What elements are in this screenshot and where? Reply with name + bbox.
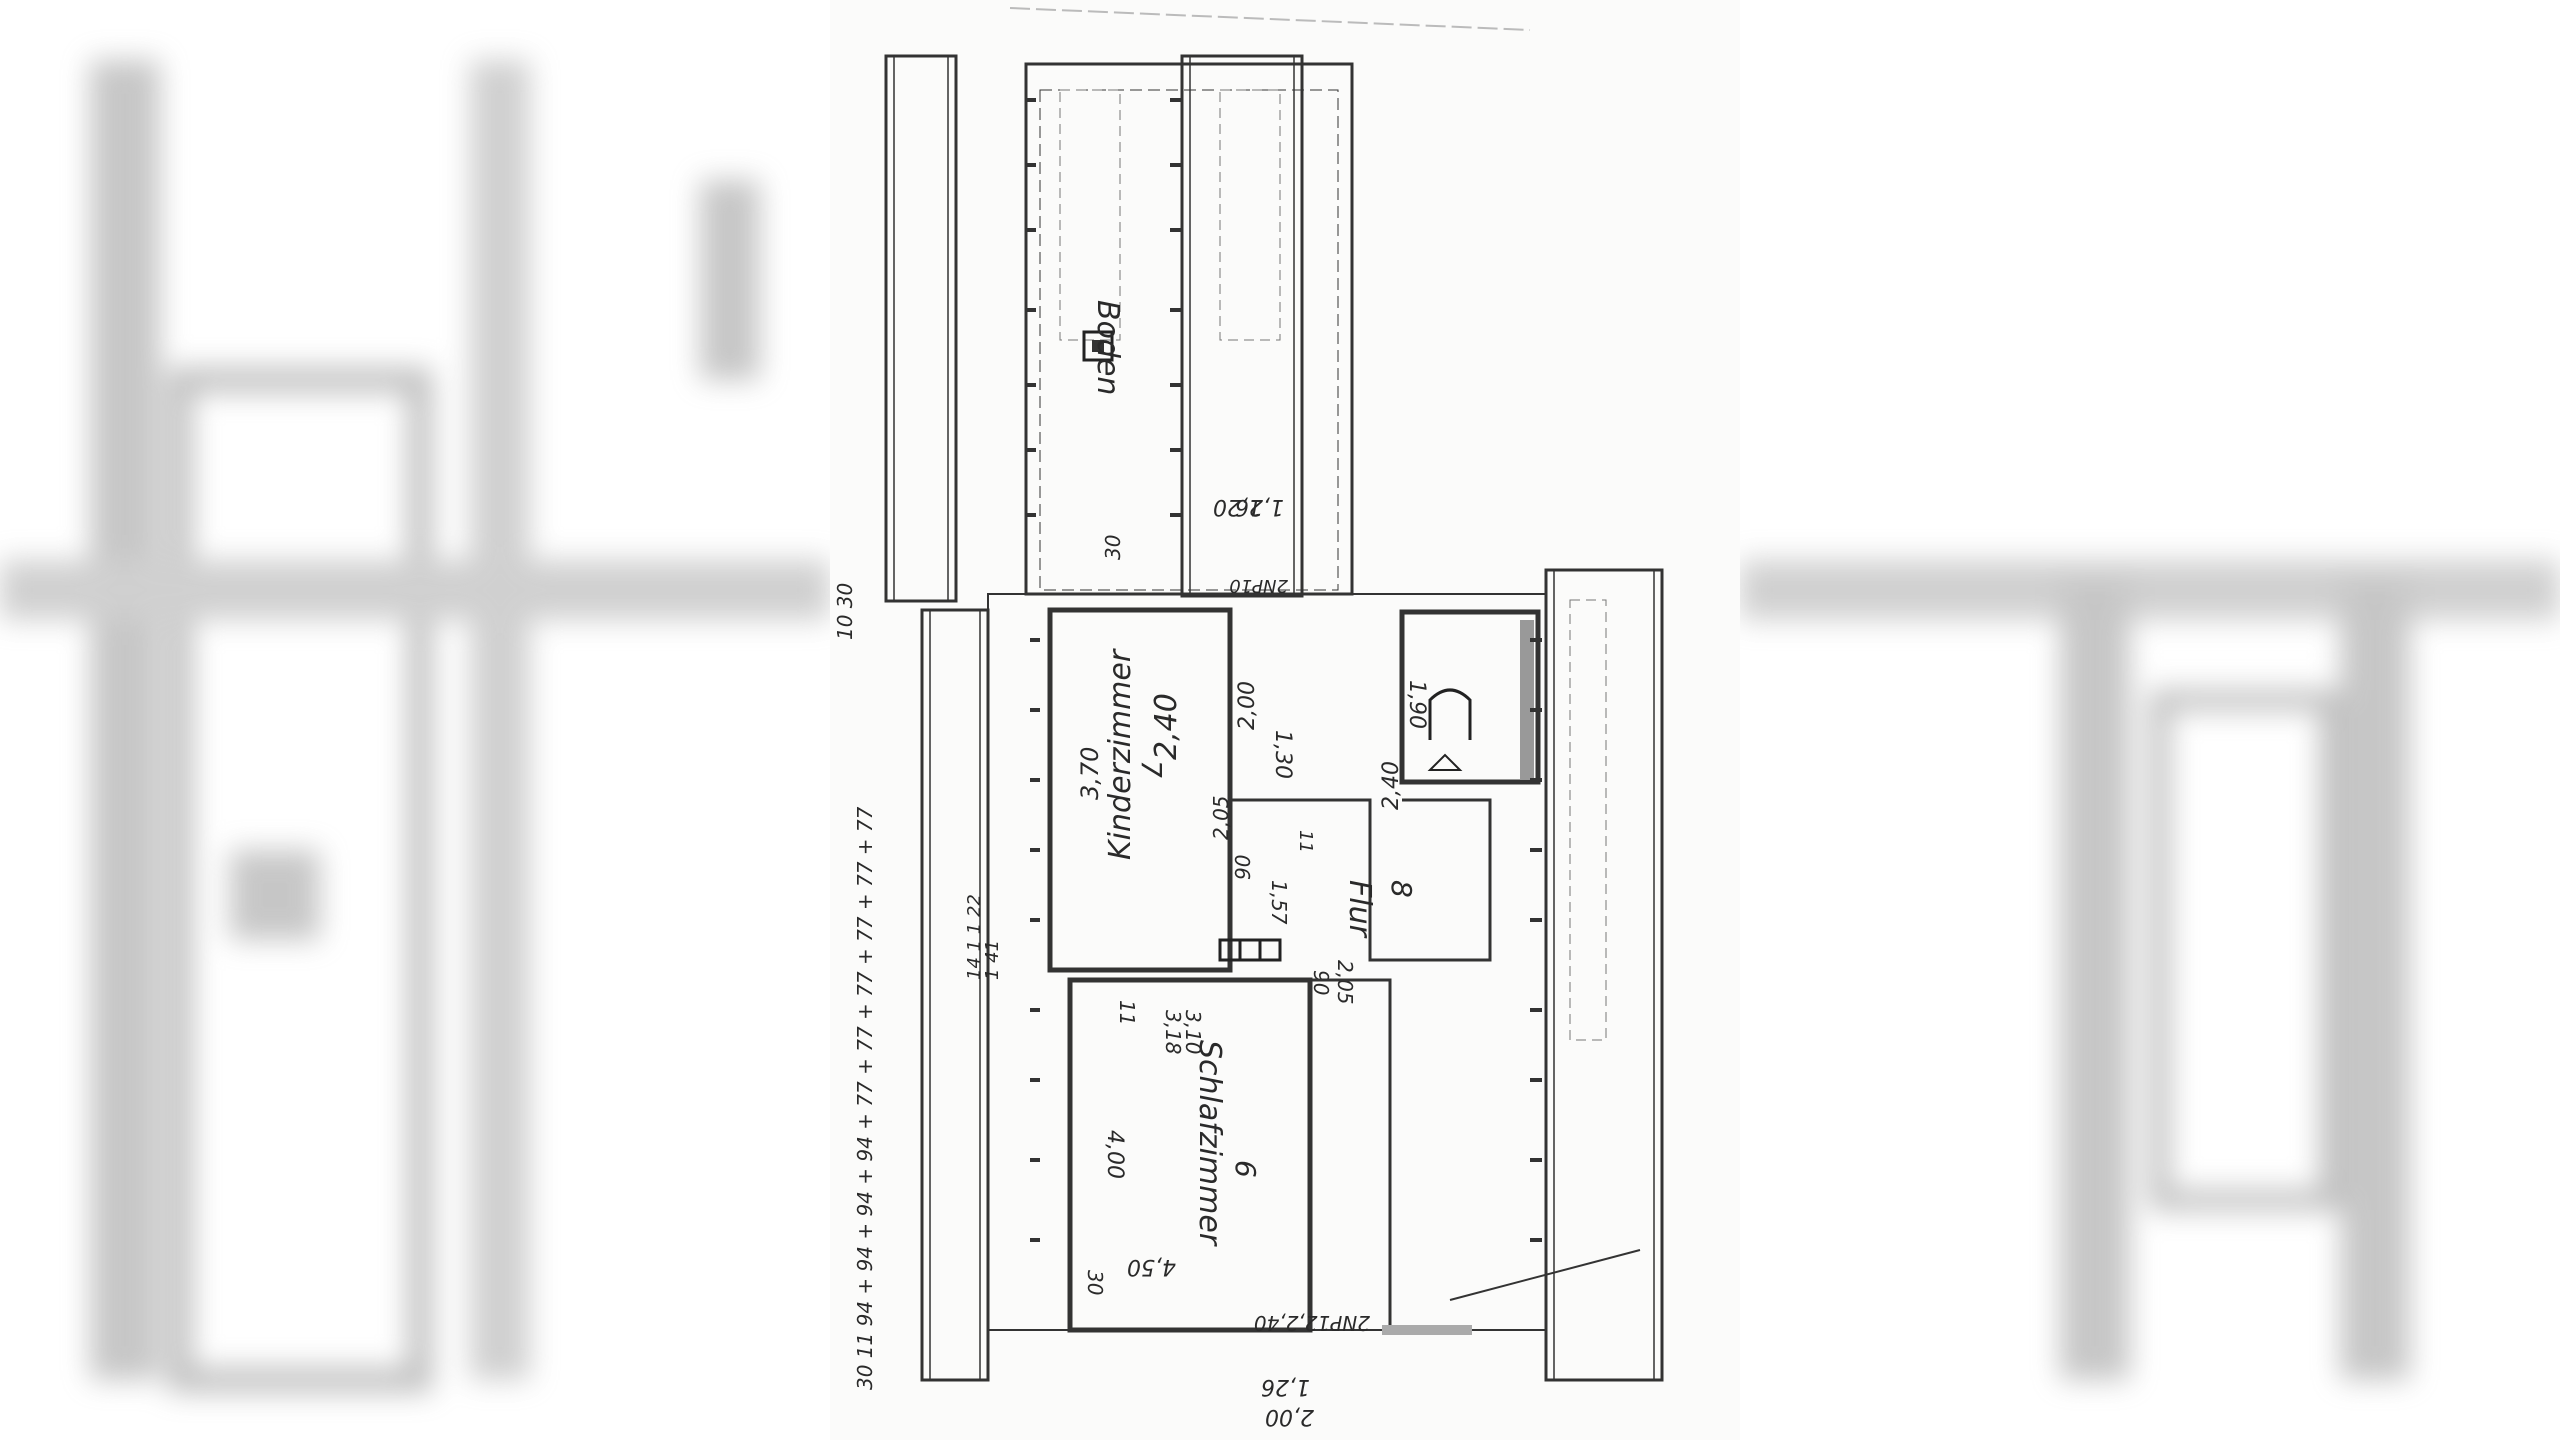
room-label-hall: Flur	[1342, 880, 1377, 939]
dim-door-200: 2,00	[1235, 681, 1260, 730]
dim-bottom-126: 1,26	[1261, 1374, 1310, 1399]
dim-top-1: 1,20	[1213, 494, 1262, 519]
upper-floor-section: Kinderzimmer 2,40 7 3,70 2,00 1,30 1,90 …	[920, 568, 1664, 1429]
room-no-bedroom: 6	[1229, 1160, 1262, 1178]
dim-bed-450: 4,50	[1127, 1254, 1176, 1279]
bathtub-icon	[1428, 688, 1472, 740]
dim-hall-240: 2,40	[1379, 761, 1404, 810]
room-bedroom	[1067, 977, 1313, 1333]
dim-bath-190: 1,90	[1404, 680, 1429, 729]
dim-door-130: 1,30	[1270, 730, 1295, 779]
floor-plan-sheet: Boden 1,20 1,26 30 2NP10 Kinderzimmer 2,…	[830, 0, 1740, 1440]
dim-door-90: 90	[1231, 855, 1255, 880]
room-label-attic: Boden	[1090, 300, 1125, 395]
dim-left-chain: 30 11 94 + 94 + 94 + 94 + 77 + 77 + 77 +…	[853, 806, 877, 1390]
dim-11: 11	[1295, 830, 1316, 853]
room-hall	[1230, 798, 1492, 962]
dim-bed-310: 3,10	[1181, 1010, 1205, 1055]
dim-left-14122: 14 1 1 22	[964, 894, 985, 980]
dim-top-30: 30	[1101, 535, 1125, 560]
dim-kid-370: 3,70	[1076, 747, 1104, 800]
left-dimension-chain: 30 11 94 + 94 + 94 + 94 + 77 + 77 + 77 +…	[833, 583, 1003, 1390]
dim-hall-door-205: 2,05	[1333, 960, 1357, 1005]
room-no-children: 2,40	[1149, 693, 1184, 760]
attic-section: Boden 1,20 1,26 30 2NP10	[884, 54, 1354, 603]
dim-left-1030: 10 30	[833, 583, 857, 640]
dim-bed-318: 3,18	[1161, 1010, 1185, 1055]
room-bath	[1399, 609, 1541, 785]
dim-door-205: 2,05	[1209, 795, 1233, 840]
dim-hall-door-90: 90	[1309, 970, 1333, 995]
dim-bottom-200: 2,00	[1265, 1404, 1314, 1429]
room-label-bedroom: Schlafzimmer	[1192, 1040, 1227, 1247]
room-no-hall: 8	[1385, 880, 1418, 898]
dim-157: 1,57	[1267, 880, 1291, 925]
floor-plan-drawing: Boden 1,20 1,26 30 2NP10 Kinderzimmer 2,…	[833, 7, 1664, 1429]
dim-bed-400: 4,00	[1102, 1130, 1127, 1179]
room-children	[1047, 607, 1233, 973]
dim-left-141: 1 41	[982, 940, 1003, 980]
dim-bottom-2np: 2NP12,2,40	[1254, 1311, 1370, 1335]
dim-top-2np: 2NP10	[1229, 575, 1288, 596]
dim-11b: 11	[1115, 1000, 1139, 1025]
room-no-7: 7	[1135, 760, 1168, 778]
blurred-background-right	[1740, 0, 2560, 1440]
room-label-children: Kinderzimmer	[1103, 648, 1138, 860]
blurred-background-left	[0, 0, 830, 1440]
dim-top-2: 1,26	[1235, 494, 1284, 519]
dim-bed-30: 30	[1083, 1270, 1107, 1295]
stairs-icon	[1218, 938, 1282, 962]
chimney-icon	[1082, 330, 1114, 362]
